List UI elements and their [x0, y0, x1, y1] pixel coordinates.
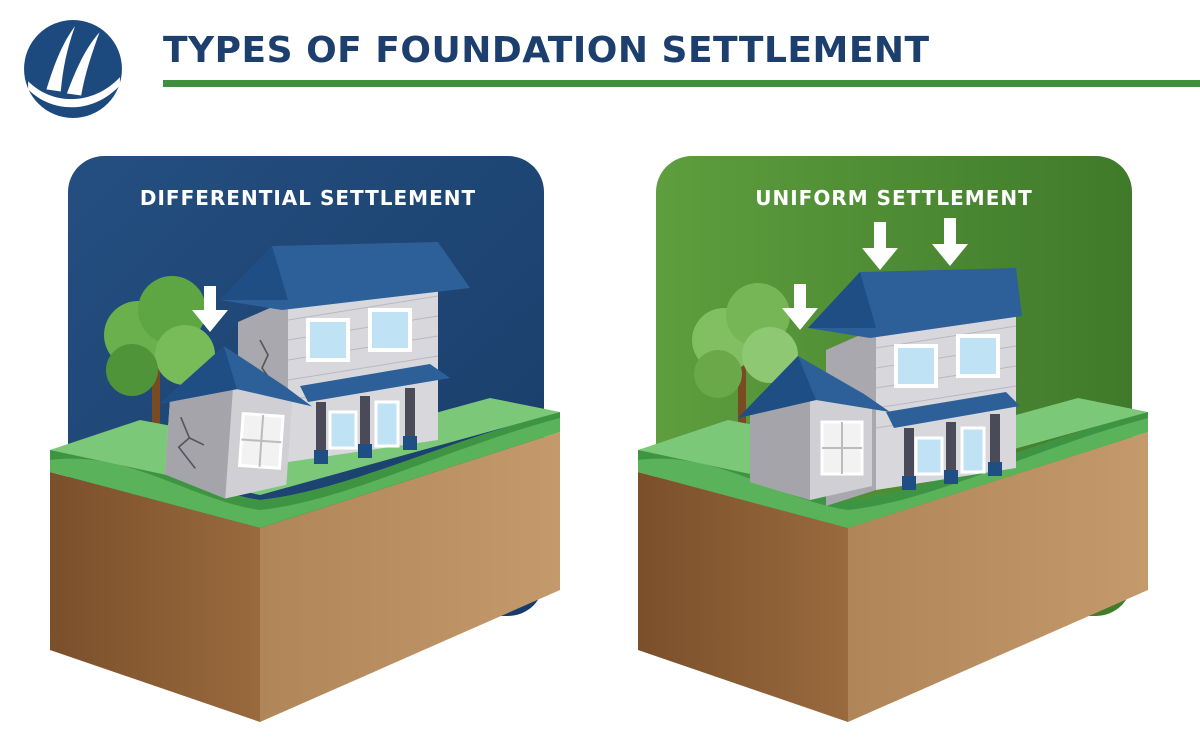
uniform-settlement-illustration — [638, 156, 1148, 722]
title-underline — [163, 80, 1200, 87]
differential-settlement-label: DIFFERENTIAL SETTLEMENT — [139, 186, 477, 210]
down-arrow-icon — [782, 284, 818, 330]
differential-settlement-panel: DIFFERENTIAL SETTLEMENT — [20, 150, 580, 740]
company-logo-icon — [24, 20, 122, 118]
page-title: TYPES OF FOUNDATION SETTLEMENT — [163, 30, 930, 71]
down-arrow-icon — [932, 218, 968, 266]
differential-settlement-illustration — [50, 156, 560, 722]
down-arrow-icon — [192, 286, 228, 332]
uniform-settlement-label: UNIFORM SETTLEMENT — [755, 186, 1033, 210]
house-icon — [159, 242, 470, 499]
house-icon — [738, 268, 1022, 506]
uniform-settlement-panel: UNIFORM SETTLEMENT — [620, 150, 1180, 740]
tree-icon — [692, 283, 798, 460]
down-arrow-icon — [862, 222, 898, 270]
wall-crack-icon — [177, 416, 205, 469]
soil-block-icon — [638, 398, 1148, 722]
